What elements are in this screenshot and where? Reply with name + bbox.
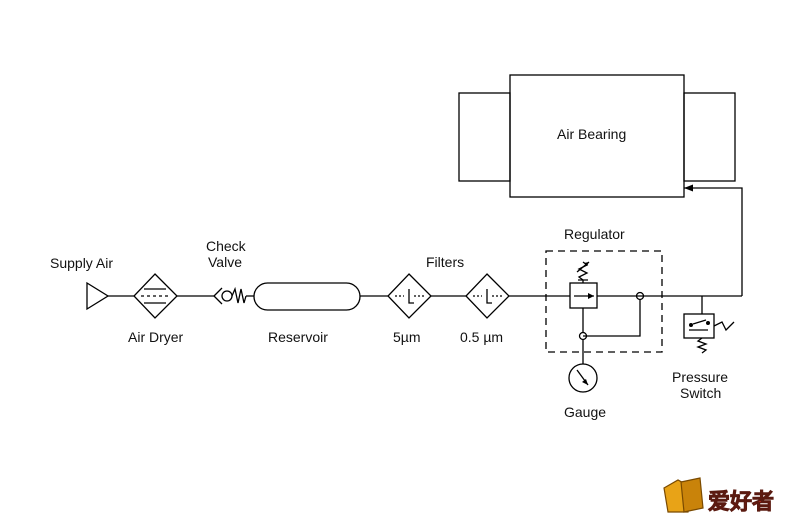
supply-air-label: Supply Air xyxy=(50,255,113,271)
check-valve-label-line1: Check xyxy=(206,238,247,254)
filter-05um-symbol xyxy=(465,273,510,319)
gauge-label: Gauge xyxy=(564,404,606,420)
air-bearing-label: Air Bearing xyxy=(557,126,626,142)
air-dryer-label: Air Dryer xyxy=(128,329,184,345)
regulator-label: Regulator xyxy=(564,226,625,242)
reservoir-label: Reservoir xyxy=(268,329,328,345)
pressure-switch-label-line2: Switch xyxy=(680,385,721,401)
air-bearing-symbol xyxy=(458,74,736,198)
reservoir-symbol xyxy=(253,282,361,311)
air-dryer-symbol xyxy=(133,273,178,319)
filters-label: Filters xyxy=(426,254,464,270)
watermark-logo: 爱好者 xyxy=(663,477,774,515)
regulator-symbol xyxy=(545,250,663,353)
filter-5um-symbol xyxy=(387,273,432,319)
watermark-text: 爱好者 xyxy=(708,489,774,515)
supply-air-source xyxy=(86,281,110,311)
check-valve-symbol xyxy=(213,286,247,305)
pressure-switch-label-line1: Pressure xyxy=(672,369,728,385)
check-valve-label-line2: Valve xyxy=(208,254,242,270)
gauge-symbol xyxy=(568,340,598,393)
filter-5um-label: 5µm xyxy=(393,329,421,345)
pressure-switch-symbol xyxy=(683,296,735,354)
filter-05um-label: 0.5 µm xyxy=(460,329,503,345)
main-air-line xyxy=(108,187,743,297)
